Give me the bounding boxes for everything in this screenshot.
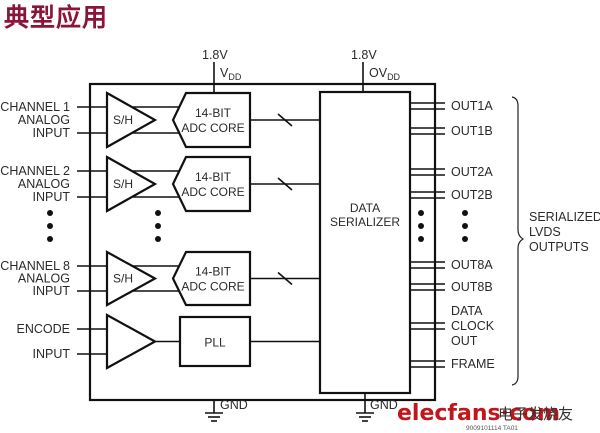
outputs-brace xyxy=(511,96,525,386)
output-label: OUT2B xyxy=(451,188,493,202)
bus-width-slash xyxy=(277,271,293,286)
output-ellipsis xyxy=(418,210,468,242)
output-pin: OUT8A xyxy=(410,258,493,272)
adc-label-line2: ADC CORE xyxy=(181,280,244,294)
serializer-label-line2: SERIALIZER xyxy=(330,215,400,229)
ellipsis-dot xyxy=(418,210,424,216)
ellipsis-dot xyxy=(462,223,468,229)
input-label: INPUT xyxy=(33,284,71,298)
data-serializer-block xyxy=(318,90,412,395)
input-label: ANALOG xyxy=(18,177,70,191)
bus-width-slash xyxy=(277,177,293,191)
sample-hold-amp xyxy=(105,155,158,213)
vdd-voltage: 1.8V xyxy=(202,48,228,62)
adc-label-line2: ADC CORE xyxy=(181,185,244,199)
encode-row: ENCODE INPUT PLL xyxy=(17,313,320,370)
adc-core-block xyxy=(171,91,252,149)
watermark-logo: elecfans·com xyxy=(397,401,560,426)
output-pin: OUT1A xyxy=(410,99,493,113)
channel-ellipsis xyxy=(47,210,161,242)
input-label: CHANNEL 8 xyxy=(0,259,70,273)
output-label: FRAME xyxy=(451,357,495,371)
output-pin: OUT2A xyxy=(410,165,493,179)
watermark-code: 9009101114 TA01 xyxy=(466,425,518,432)
ellipsis-dot xyxy=(462,236,468,242)
output-label: OUT xyxy=(451,334,478,348)
ovdd-supply: 1.8V OVDD xyxy=(351,48,401,92)
brace-label-line3: OUTPUTS xyxy=(529,240,589,254)
ovdd-label: OVDD xyxy=(369,66,401,82)
ground-1: GND xyxy=(205,398,248,422)
output-pin: OUT8B xyxy=(410,280,493,294)
vdd-label: VDD xyxy=(220,66,242,82)
ellipsis-dot xyxy=(418,223,424,229)
sh-label: S/H xyxy=(113,177,133,191)
ellipsis-dot xyxy=(155,236,161,242)
output-label: OUT1B xyxy=(451,124,493,138)
output-label: OUT2A xyxy=(451,165,493,179)
adc-label-line1: 14-BIT xyxy=(195,106,232,120)
ic-outline xyxy=(88,82,437,402)
ground-2: GND xyxy=(356,393,398,422)
output-label: DATA xyxy=(451,304,483,318)
adc-label-line1: 14-BIT xyxy=(195,170,232,184)
adc-label-line2: ADC CORE xyxy=(181,121,244,135)
input-label: ENCODE xyxy=(17,322,70,336)
sample-hold-amp xyxy=(105,250,158,307)
vdd-supply: 1.8V VDD xyxy=(202,48,242,93)
watermark: elecfans·com 电子发烧友 9009101114 TA01 xyxy=(397,401,573,432)
input-label: INPUT xyxy=(33,347,71,361)
input-label: ANALOG xyxy=(18,272,70,286)
ellipsis-dot xyxy=(155,210,161,216)
serializer-label-line1: DATA xyxy=(350,201,380,215)
output-label: OUT1A xyxy=(451,99,493,113)
adc-label-line1: 14-BIT xyxy=(195,265,232,279)
input-label: INPUT xyxy=(33,126,71,140)
pll-label: PLL xyxy=(204,336,226,350)
ellipsis-dot xyxy=(462,210,468,216)
encode-buffer xyxy=(105,313,158,370)
ellipsis-dot xyxy=(155,223,161,229)
ovdd-voltage: 1.8V xyxy=(351,48,377,62)
adc-core-block xyxy=(171,155,252,213)
output-pin: OUT2B xyxy=(410,188,493,202)
page-title: 典型应用 xyxy=(4,3,109,32)
bus-width-slash xyxy=(277,113,293,127)
ellipsis-dot xyxy=(47,210,53,216)
adc-core-block xyxy=(171,250,252,307)
sh-label: S/H xyxy=(113,113,133,127)
input-label: ANALOG xyxy=(18,113,70,127)
pll-block xyxy=(178,315,252,368)
output-pin: FRAME xyxy=(410,357,495,371)
output-label: OUT8A xyxy=(451,258,493,272)
sh-label: S/H xyxy=(113,272,133,286)
output-pin: OUT1B xyxy=(410,124,493,138)
output-label: CLOCK xyxy=(451,319,495,333)
watermark-cn: 电子发烧友 xyxy=(498,405,573,423)
output-label: OUT8B xyxy=(451,280,493,294)
input-label: CHANNEL 1 xyxy=(0,100,70,114)
gnd-label-2: GND xyxy=(370,398,398,412)
input-label: CHANNEL 2 xyxy=(0,164,70,178)
ellipsis-dot xyxy=(418,236,424,242)
ellipsis-dot xyxy=(47,223,53,229)
ellipsis-dot xyxy=(47,236,53,242)
sample-hold-amp xyxy=(105,91,158,149)
input-label: INPUT xyxy=(33,190,71,204)
brace-label-line1: SERIALIZED xyxy=(529,210,600,224)
gnd-label-1: GND xyxy=(220,398,248,412)
brace-label-line2: LVDS xyxy=(529,225,561,239)
